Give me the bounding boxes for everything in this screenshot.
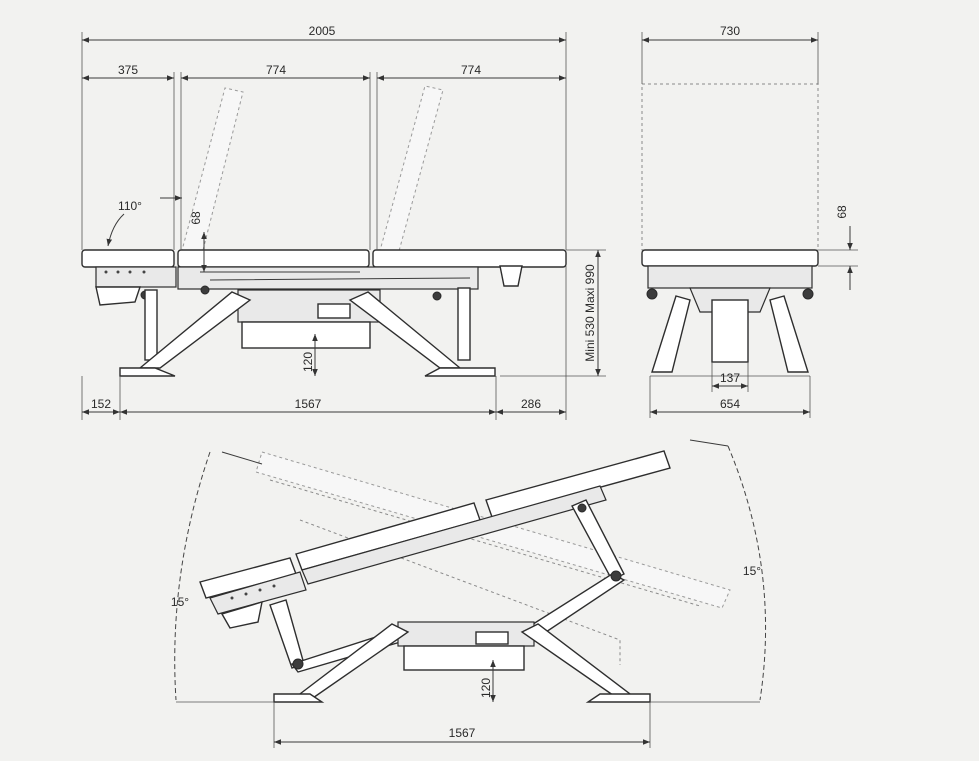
end-pad [641, 249, 819, 267]
tilt-brand-plate [475, 631, 509, 645]
end-column [711, 299, 749, 363]
ghost-raised-section [641, 83, 819, 251]
foot-latch [499, 265, 523, 287]
tilt-right-foot [585, 693, 651, 703]
head-frame [95, 266, 177, 288]
tilt-left-foot [273, 693, 325, 703]
dim-foot-section: 774 [461, 63, 481, 77]
end-left-leg [651, 295, 691, 373]
tilt-view: 15° 15° 120 1567 [171, 439, 767, 748]
dim-tilt-ground-clearance: 120 [479, 678, 493, 698]
dim-tilt-right-angle: 15° [743, 564, 761, 578]
tilt-head-bracket [220, 600, 263, 629]
dim-base-length: 1567 [295, 397, 322, 411]
dim-total-length: 2005 [309, 24, 336, 38]
head-bracket [95, 286, 141, 306]
tilt-right-link [528, 573, 626, 637]
dim-left-overhang: 152 [91, 397, 111, 411]
side-view: 2005 375 774 774 110° 68 Mini 530 Maxi 9… [81, 24, 606, 420]
tilt-head-frame [209, 571, 307, 615]
tilt-motor-box [403, 645, 525, 671]
dim-head-section: 375 [118, 63, 138, 77]
tilt-left-arm [269, 599, 305, 669]
dim-end-pad-thickness: 68 [835, 205, 849, 219]
dim-column: 137 [720, 371, 740, 385]
tilt-left-arc [174, 451, 211, 701]
dim-pad-thickness: 68 [189, 211, 203, 225]
left-leg [144, 289, 158, 361]
ghost-head-section [179, 85, 444, 263]
tilt-main-frame [301, 485, 607, 585]
foot-pad [372, 249, 567, 268]
left-base-strut [138, 291, 252, 369]
right-leg [457, 287, 471, 361]
end-view: 730 68 137 654 [641, 24, 858, 418]
dim-height-range: Mini 530 Maxi 990 [583, 264, 597, 362]
head-pad [81, 249, 175, 268]
dim-right-overhang: 286 [521, 397, 541, 411]
tilt-right-arm [571, 499, 625, 581]
dim-tilt-left-angle: 15° [171, 595, 189, 609]
middle-pad [177, 249, 370, 268]
end-frame [647, 265, 813, 289]
left-foot [119, 367, 176, 377]
right-foot [424, 367, 496, 377]
tilt-lift-housing [397, 621, 535, 647]
dim-middle-section: 774 [266, 63, 286, 77]
dim-backrest-angle: 110° [118, 199, 142, 213]
dim-tilt-base-length: 1567 [449, 726, 476, 740]
end-right-leg [769, 295, 809, 373]
tilt-right-arc [727, 445, 767, 701]
dim-ground-clearance: 120 [301, 352, 315, 372]
tilt-right-base-strut [520, 623, 641, 701]
brand-plate [317, 303, 351, 319]
tilt-foot-pad [485, 450, 671, 518]
motor-box [241, 321, 371, 349]
dim-base-width: 654 [720, 397, 740, 411]
dim-width: 730 [720, 24, 740, 38]
